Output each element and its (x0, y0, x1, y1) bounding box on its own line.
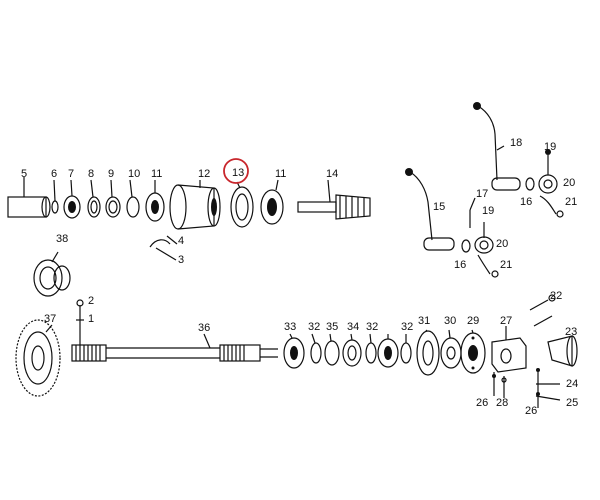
part-label-36: 36 (198, 322, 210, 334)
part-33[interactable] (283, 333, 305, 369)
part-3-clip[interactable] (155, 247, 177, 261)
part-label-37: 37 (44, 313, 56, 325)
lower-shaft-assembly (15, 251, 578, 408)
part-12[interactable] (169, 180, 221, 230)
part-label-20: 20 (496, 238, 508, 250)
part-20-upper[interactable] (538, 174, 558, 194)
part-label-20: 20 (563, 177, 575, 189)
part-label-16: 16 (454, 259, 466, 271)
part-label-16: 16 (520, 196, 532, 208)
part-label-5: 5 (21, 168, 27, 180)
part-label-7: 7 (68, 168, 74, 180)
part-label-33: 33 (284, 321, 296, 333)
part-label-4: 4 (178, 235, 184, 247)
part-label-9: 9 (108, 168, 114, 180)
part-14[interactable] (297, 179, 371, 220)
part-18[interactable] (473, 102, 521, 191)
part-label-2: 2 (88, 295, 94, 307)
part-21-lower[interactable] (477, 254, 499, 278)
part-label-26: 26 (476, 397, 488, 409)
part-37[interactable] (15, 319, 61, 397)
part-24-25-bolts[interactable] (535, 368, 561, 408)
part-13[interactable] (230, 181, 254, 228)
part-label-30: 30 (444, 315, 456, 327)
part-label-32: 32 (366, 321, 378, 333)
part-27[interactable] (491, 326, 527, 373)
part-label-1: 1 (88, 313, 94, 325)
part-label-32: 32 (401, 321, 413, 333)
part-26-28-bolts[interactable] (492, 372, 507, 398)
highlight-circle (223, 158, 249, 184)
part-label-10: 10 (128, 168, 140, 180)
part-label-12: 12 (198, 168, 210, 180)
part-15[interactable] (405, 168, 455, 251)
part-20-lower[interactable] (474, 236, 494, 254)
part-label-11: 11 (275, 168, 286, 180)
part-label-31: 31 (418, 315, 430, 327)
part-label-19: 19 (482, 205, 494, 217)
part-21-upper[interactable] (539, 195, 564, 218)
part-label-3: 3 (178, 254, 184, 266)
part-6[interactable] (51, 179, 59, 214)
part-4-pin[interactable] (149, 235, 178, 248)
part-label-highlighted: 13 (232, 167, 244, 179)
part-7[interactable] (63, 179, 81, 219)
part-label-35: 35 (326, 321, 338, 333)
part-label-19: 19 (544, 141, 556, 153)
part-17[interactable] (469, 197, 476, 228)
part-label-18: 18 (510, 137, 522, 149)
part-8[interactable] (87, 179, 101, 218)
part-9[interactable] (105, 179, 121, 218)
part-32-c[interactable] (400, 334, 412, 364)
part-2-1-screw[interactable] (76, 299, 84, 345)
part-bearing-lower[interactable] (377, 334, 399, 368)
part-36[interactable] (71, 333, 278, 362)
part-11-left[interactable] (145, 180, 165, 222)
part-label-15: 15 (433, 201, 445, 213)
part-label-32: 32 (308, 321, 320, 333)
part-label-24: 24 (566, 378, 578, 390)
part-label-11: 11 (151, 168, 162, 180)
part-label-21: 21 (500, 259, 512, 271)
part-label-17: 17 (476, 188, 488, 200)
part-31[interactable] (416, 329, 440, 376)
part-16-lower[interactable] (461, 239, 471, 253)
part-5[interactable] (7, 177, 51, 218)
upper-shaft-assembly (7, 177, 371, 261)
part-label-8: 8 (88, 168, 94, 180)
part-label-34: 34 (347, 321, 359, 333)
part-11-right[interactable] (260, 179, 284, 225)
part-38[interactable] (33, 251, 71, 297)
part-29[interactable] (460, 329, 486, 374)
part-16-upper[interactable] (525, 177, 535, 191)
part-label-28: 28 (496, 397, 508, 409)
part-32-a[interactable] (310, 333, 322, 364)
part-23[interactable] (547, 335, 578, 367)
part-34[interactable] (342, 333, 362, 367)
part-label-23: 23 (565, 326, 577, 338)
part-label-22: 22 (550, 290, 562, 302)
part-label-29: 29 (467, 315, 479, 327)
part-10[interactable] (126, 179, 140, 218)
part-label-14: 14 (326, 168, 338, 180)
part-label-6: 6 (51, 168, 57, 180)
part-19-upper[interactable] (545, 149, 551, 175)
part-label-21: 21 (565, 196, 577, 208)
part-30[interactable] (440, 329, 462, 369)
part-label-26: 26 (525, 405, 537, 417)
part-32-b[interactable] (365, 333, 377, 364)
part-label-25: 25 (566, 397, 578, 409)
part-35[interactable] (324, 333, 340, 366)
part-label-38: 38 (56, 233, 68, 245)
lever-assembly-upper (473, 102, 564, 218)
part-label-27: 27 (500, 315, 512, 327)
lever-assembly-lower (405, 168, 499, 278)
part-22[interactable] (529, 294, 556, 327)
